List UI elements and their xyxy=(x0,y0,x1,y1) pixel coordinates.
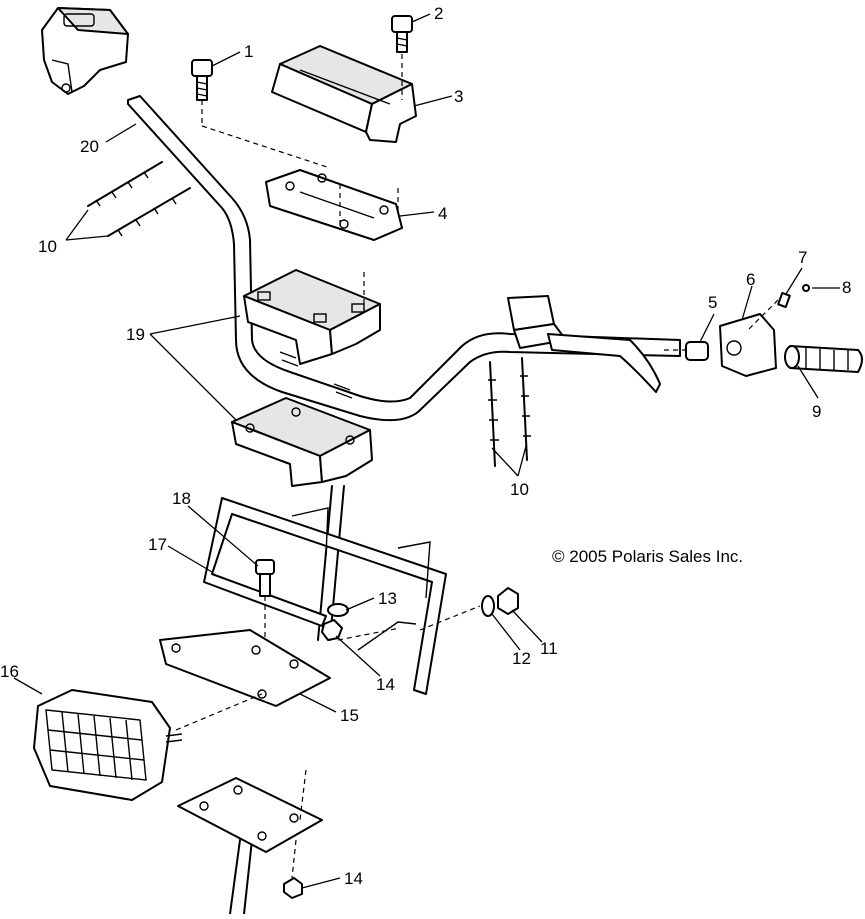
upper-clamp-part xyxy=(243,269,381,365)
callout-17: 17 xyxy=(148,535,167,554)
callout-10-center: 10 xyxy=(510,480,529,499)
bracket-bolt-part xyxy=(255,559,275,640)
lock-nut-14-bottom-part xyxy=(283,877,303,899)
headlight-part xyxy=(33,689,183,801)
throttle-housing-part xyxy=(719,313,777,377)
callout-2: 2 xyxy=(434,4,443,23)
callout-5: 5 xyxy=(708,293,717,312)
washer-12-part xyxy=(481,595,495,617)
callout-1: 1 xyxy=(244,42,253,61)
hand-grip-part xyxy=(784,345,863,373)
cover-bracket-part xyxy=(265,169,403,241)
callout-9: 9 xyxy=(812,402,821,421)
nut-11-part xyxy=(497,587,519,615)
callout-14: 14 xyxy=(376,675,395,694)
switch-housing-part xyxy=(41,7,129,95)
assembly-lines xyxy=(175,54,779,879)
steering-plate-part xyxy=(177,777,323,853)
callout-3: 3 xyxy=(454,87,463,106)
rack-frame-part xyxy=(203,497,447,695)
brake-lever-part xyxy=(507,295,661,393)
callout-8: 8 xyxy=(842,278,851,297)
callout-6: 6 xyxy=(746,270,755,289)
callout-10-left: 10 xyxy=(38,237,57,256)
callout-16: 16 xyxy=(0,662,19,681)
callout-13: 13 xyxy=(378,589,397,608)
callout-4: 4 xyxy=(438,204,447,223)
washer-13-part xyxy=(327,603,349,617)
bolt-2 xyxy=(391,15,413,53)
wire-tie-left xyxy=(87,161,191,237)
callouts: 1 2 3 4 5 6 7 8 9 10 10 11 12 13 14 14 1… xyxy=(0,4,851,888)
callout-15: 15 xyxy=(340,706,359,725)
callout-20: 20 xyxy=(80,137,99,156)
callout-19: 19 xyxy=(126,325,145,344)
copyright-text: © 2005 Polaris Sales Inc. xyxy=(552,547,743,566)
lower-clamp-part xyxy=(231,397,373,487)
screw-part xyxy=(777,291,791,309)
lock-nut-14-part xyxy=(321,619,343,641)
set-screw-part xyxy=(802,284,810,292)
leader-lines xyxy=(13,13,840,889)
light-bracket-part xyxy=(159,629,331,707)
handlebar-cover-part xyxy=(271,45,417,143)
bolt-1 xyxy=(191,59,213,101)
throttle-bushing-part xyxy=(685,341,709,361)
wire-tie-center xyxy=(488,357,531,467)
callout-12: 12 xyxy=(512,649,531,668)
callout-18: 18 xyxy=(172,489,191,508)
callout-7: 7 xyxy=(798,248,807,267)
callout-11: 11 xyxy=(540,639,558,658)
handlebar-part xyxy=(127,95,681,422)
callout-14-bottom: 14 xyxy=(344,869,363,888)
